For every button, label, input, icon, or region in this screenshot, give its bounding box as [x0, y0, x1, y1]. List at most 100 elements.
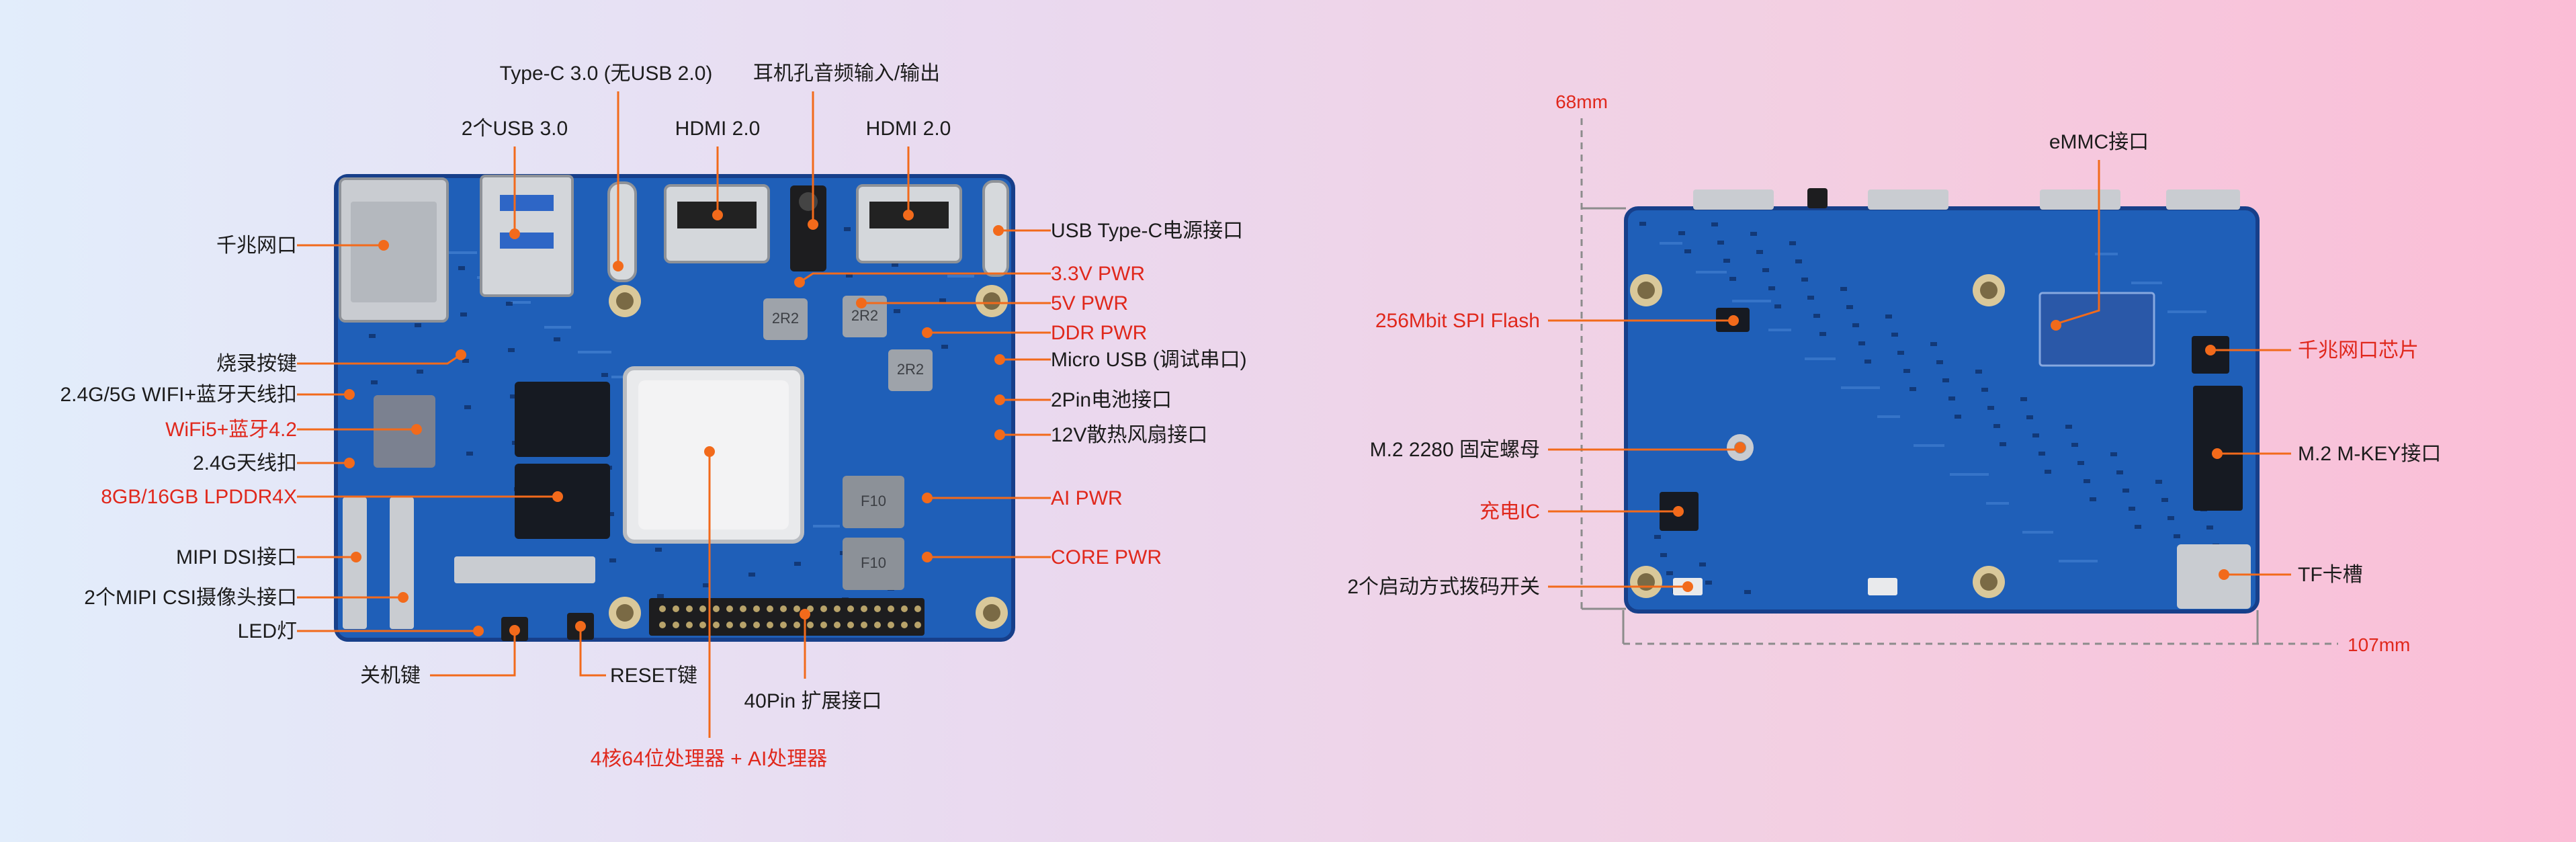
gpio-pin	[847, 605, 854, 612]
back-smd	[2077, 461, 2084, 465]
label-power-key: 关机键	[360, 665, 421, 687]
dot-usb-power	[993, 225, 1004, 236]
back-smd	[2135, 525, 2141, 529]
dot-lpddr	[552, 491, 563, 502]
typec-port	[607, 181, 637, 282]
dot-emmc	[2051, 320, 2061, 331]
gpio-pin	[820, 605, 827, 612]
back-smd	[1840, 287, 1847, 291]
back-smd	[1948, 396, 1955, 401]
front-smd	[703, 583, 710, 587]
back-smd	[1858, 341, 1865, 345]
gpio-pin	[834, 605, 841, 612]
gpio-pin	[753, 622, 760, 628]
label-m2-screw: M.2 2280 固定螺母	[1369, 439, 1540, 461]
gpio-pin	[780, 605, 787, 612]
front-trace	[947, 275, 974, 278]
back-smd	[1678, 231, 1685, 235]
dot-typec	[613, 261, 624, 271]
back-smd	[1801, 278, 1808, 282]
label-wifi-antenna: 2.4G/5G WIFI+蓝牙天线扣	[60, 384, 297, 406]
dim-height: 68mm	[1555, 91, 1608, 112]
front-smd	[748, 573, 755, 577]
back-smd	[2161, 498, 2168, 502]
inductor-a	[763, 298, 808, 340]
back-smd	[2129, 507, 2135, 511]
front-smd	[369, 334, 376, 338]
label-wifi-module: WiFi5+蓝牙4.2	[165, 419, 297, 441]
ethernet-inner	[351, 202, 437, 302]
label-micro-usb: Micro USB (调试串口)	[1051, 349, 1247, 371]
gpio-pin	[780, 622, 787, 628]
back-edge-connector	[2040, 190, 2120, 210]
front-smd	[462, 359, 469, 363]
back-trace	[1805, 357, 1836, 360]
gpio-pin	[901, 605, 908, 612]
back-smd	[1744, 590, 1751, 594]
inductor-d-mark: F10	[861, 493, 886, 509]
audio-jack-hole	[799, 192, 818, 211]
back-smd	[2026, 415, 2033, 419]
dot-hdmi-2	[903, 210, 914, 220]
usb3-tongue-a	[500, 195, 554, 211]
gpio-pin	[861, 622, 867, 628]
mipi-dsi-connector	[454, 556, 595, 583]
back-edge-connector	[1868, 190, 1948, 210]
front-smd	[464, 405, 471, 409]
label-hdmi-1: HDMI 2.0	[675, 118, 761, 140]
dot-reset	[575, 621, 586, 632]
gpio-pin	[767, 605, 773, 612]
back-trace	[1696, 271, 1727, 273]
back-trace	[1732, 300, 1771, 302]
back-smd	[1762, 268, 1769, 272]
label-boot-switch: 2个启动方式拨码开关	[1347, 576, 1540, 598]
dot-usb3	[509, 228, 520, 239]
back-smd	[1955, 415, 1961, 419]
gpio-pin	[726, 605, 733, 612]
back-smd	[2116, 470, 2123, 474]
inductor-b	[843, 296, 887, 337]
back-trace	[2131, 282, 2162, 284]
dot-boot-switch	[1682, 581, 1693, 592]
mipi-csi-connector-2	[390, 497, 414, 629]
back-trace	[1841, 386, 1880, 389]
back-smd	[1756, 250, 1763, 254]
back-smd	[1930, 342, 1937, 346]
dot-wifi-module	[411, 424, 422, 435]
leader-burn-key	[297, 354, 460, 365]
back-trace	[2059, 560, 2098, 562]
leader-reset	[579, 626, 606, 677]
back-hole	[1637, 282, 1655, 299]
front-smd	[894, 309, 900, 313]
label-pwr-33v: 3.3V PWR	[1051, 263, 1146, 285]
dot-tf-slot	[2219, 569, 2229, 580]
front-smd	[508, 348, 515, 352]
dot-audio	[808, 219, 818, 230]
front-smd	[506, 302, 513, 306]
audio-jack	[790, 185, 826, 271]
inductor-b-mark: 2R2	[851, 307, 878, 324]
front-hole	[983, 604, 1000, 622]
front-smd	[655, 548, 662, 552]
dot-battery	[994, 394, 1005, 405]
dot-ai-pwr	[922, 493, 933, 503]
front-smd	[892, 263, 898, 267]
back-smd	[1903, 369, 1910, 373]
back-smd	[1891, 333, 1898, 337]
back-edge-connector	[1693, 190, 1774, 210]
back-smd	[2084, 479, 2090, 483]
inductor-d	[843, 476, 904, 528]
dot-power-key	[509, 625, 520, 636]
dot-micro-usb	[994, 354, 1005, 365]
back-smd	[2206, 525, 2213, 530]
front-trace	[511, 301, 531, 304]
gpio-pin	[767, 622, 773, 628]
back-smd	[2090, 497, 2096, 501]
gpio-pin	[659, 622, 666, 628]
gpio-pin	[699, 605, 706, 612]
gpio-pin	[793, 605, 800, 612]
back-hole	[1637, 573, 1655, 591]
gpio-pin	[914, 605, 921, 612]
gpio-pin	[686, 605, 693, 612]
